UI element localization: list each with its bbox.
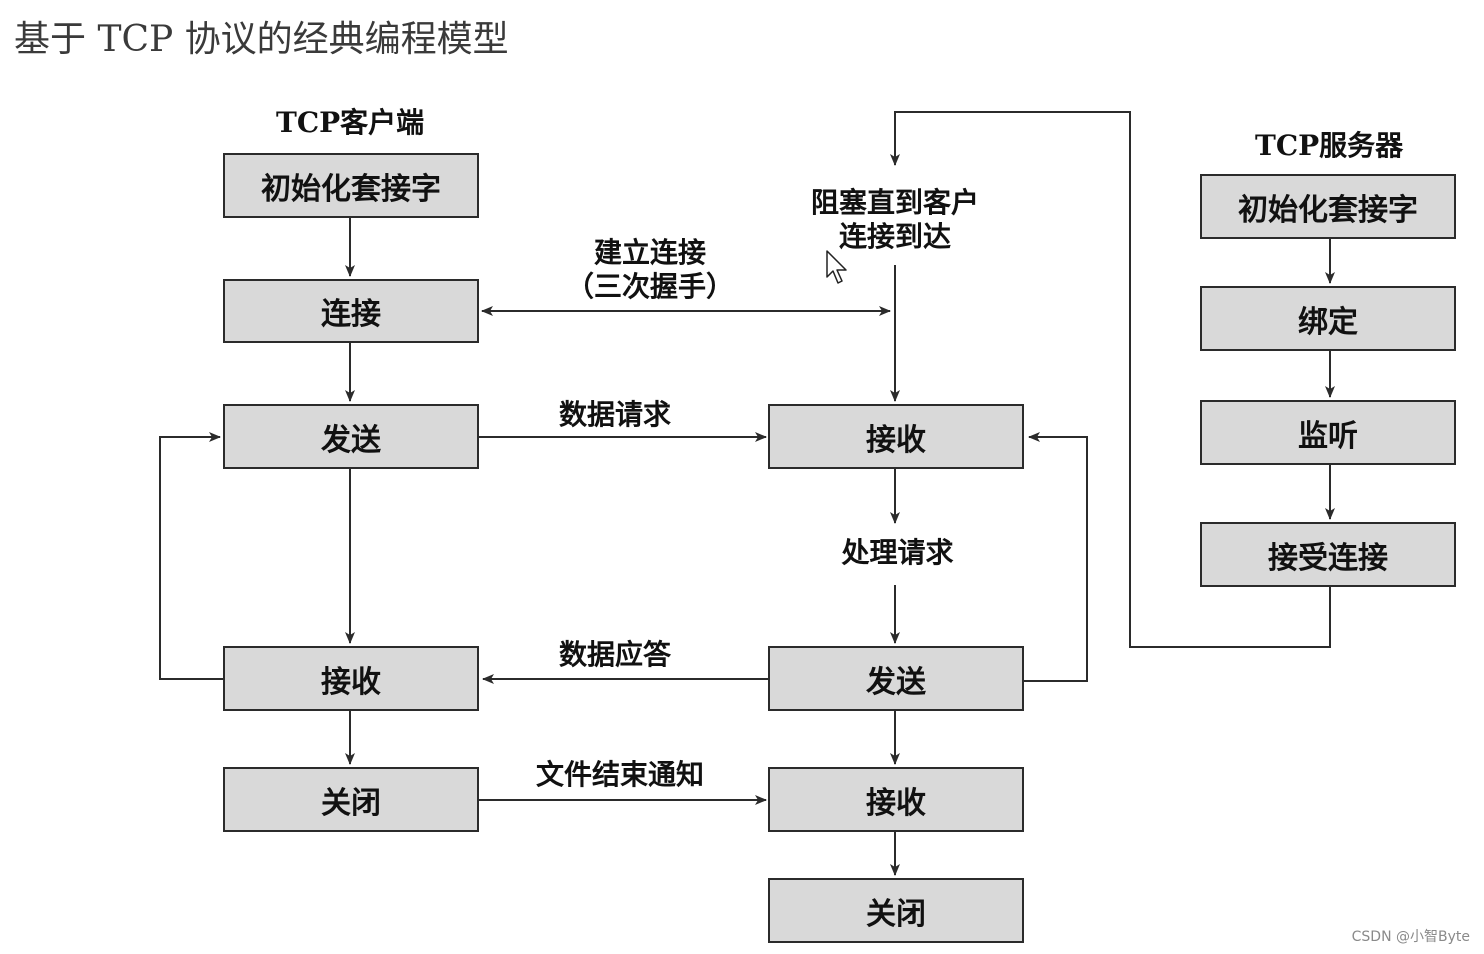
server-init-box: 初始化套接字 [1200, 174, 1456, 239]
data-response-label: 数据应答 [558, 638, 671, 671]
file-end-label: 文件结束通知 [535, 758, 704, 791]
client-receive-box: 接收 [223, 646, 479, 711]
server-receive-box: 接收 [768, 404, 1024, 469]
process-request-label: 处理请求 [841, 536, 954, 569]
client-close-box: 关闭 [223, 767, 479, 832]
server-receive2-box: 接收 [768, 767, 1024, 832]
server-label: TCP服务器 [1255, 129, 1404, 162]
client-send-box: 发送 [223, 404, 479, 469]
server-bind-box: 绑定 [1200, 286, 1456, 351]
server-accept-box: 接受连接 [1200, 522, 1456, 587]
server-listen-box: 监听 [1200, 400, 1456, 465]
block-label-line2: 连接到达 [838, 220, 951, 253]
block-label: 阻塞直到客户 连接到达 [790, 186, 1000, 254]
client-connect-box: 连接 [223, 279, 479, 343]
edge-server-loop [1024, 432, 1088, 682]
watermark: CSDN @小智Byte [1351, 929, 1470, 945]
handshake-label-line1: 建立连接 [593, 236, 706, 269]
page-title: 基于 TCP 协议的经典编程模型 [14, 19, 509, 60]
data-request-label: 数据请求 [558, 398, 671, 431]
mouse-cursor-icon [826, 250, 847, 284]
server-close-box: 关闭 [768, 878, 1024, 943]
edge-accept-to-block [890, 111, 1331, 648]
handshake-label: 建立连接 （三次握手） [555, 236, 745, 304]
client-label: TCP客户端 [276, 106, 425, 139]
handshake-label-line2: （三次握手） [565, 270, 734, 303]
block-label-line1: 阻塞直到客户 [810, 186, 979, 219]
edge-client-loop [159, 432, 224, 680]
client-init-box: 初始化套接字 [223, 153, 479, 218]
server-send-box: 发送 [768, 646, 1024, 711]
